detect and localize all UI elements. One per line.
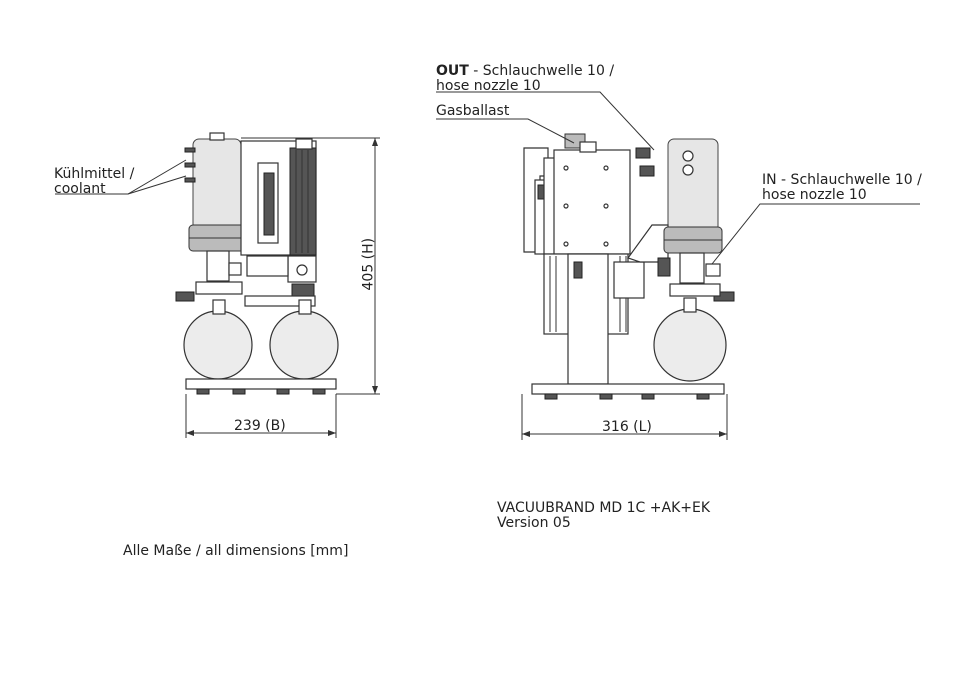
in-nozzle-label-line2: hose nozzle 10: [762, 187, 867, 203]
out-bold-text: OUT: [436, 63, 469, 79]
gasballast-label: Gasballast: [436, 103, 510, 119]
length-dimension-label: 316 (L): [602, 419, 652, 435]
coolant-label: Kühlmittel / coolant: [54, 167, 134, 197]
in-nozzle-label-line1: IN - Schlauchwelle 10 /: [762, 172, 922, 188]
coolant-label-line1: Kühlmittel /: [54, 166, 135, 182]
out-nozzle-label-line2: hose nozzle 10: [436, 78, 541, 94]
height-dimension-label: 405 (H): [360, 237, 377, 291]
out-nozzle-label-line1: OUT - Schlauchwelle 10 /: [436, 64, 614, 79]
model-name: VACUUBRAND MD 1C +AK+EK: [497, 500, 711, 516]
side-view: [436, 91, 920, 440]
front-view: [55, 132, 380, 438]
model-info: VACUUBRAND MD 1C +AK+EK Version 05: [497, 501, 710, 531]
coolant-label-line2: coolant: [54, 181, 106, 197]
width-dimension-label: 239 (B): [234, 418, 286, 434]
out-rest-text: - Schlauchwelle 10 /: [468, 63, 615, 79]
out-nozzle-label: OUT - Schlauchwelle 10 / hose nozzle 10: [436, 64, 614, 94]
model-version: Version 05: [497, 515, 571, 531]
units-note: Alle Maße / all dimensions [mm]: [123, 543, 349, 559]
in-nozzle-label: IN - Schlauchwelle 10 / hose nozzle 10: [762, 173, 922, 203]
